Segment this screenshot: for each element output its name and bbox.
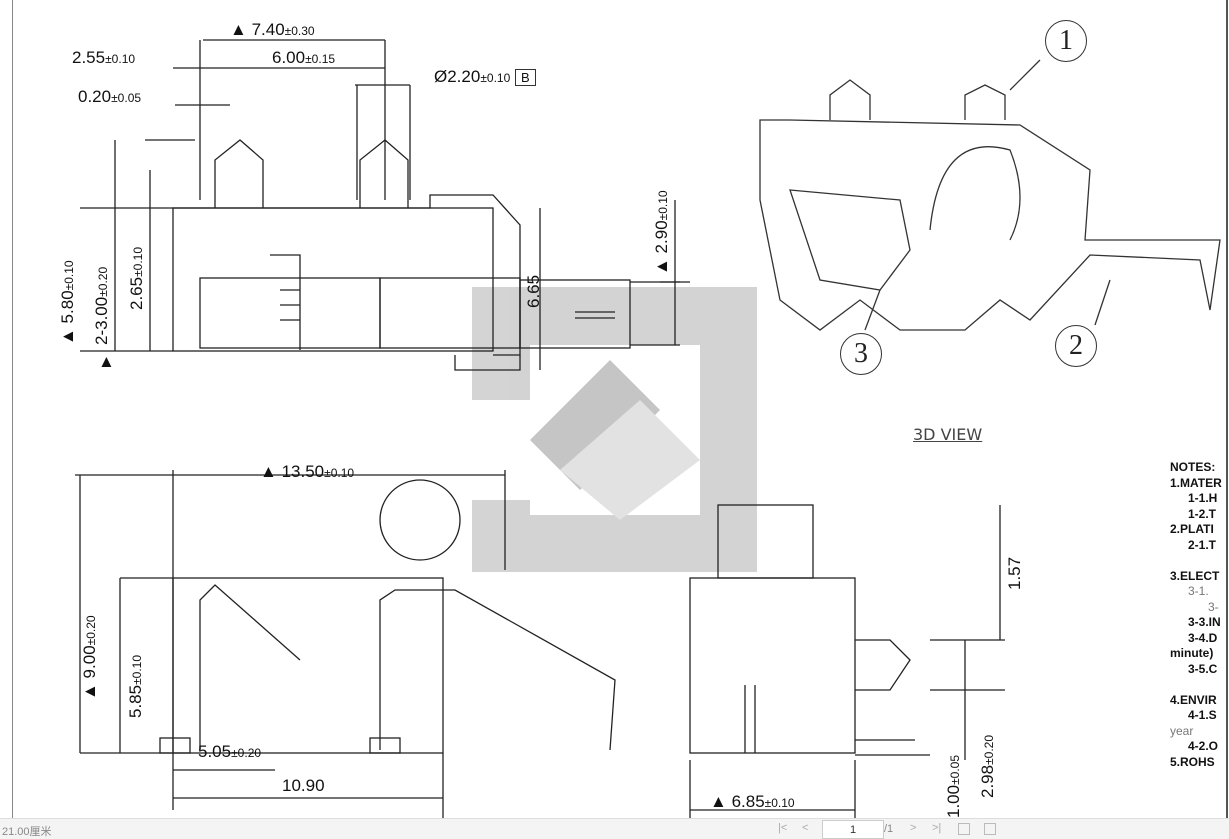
first-page-button[interactable]: |<: [778, 822, 788, 834]
dimension-label: 2.55±0.10: [72, 48, 136, 67]
dimension-label: 5.05±0.20: [198, 742, 262, 761]
note-line: 1-1.H: [1188, 491, 1218, 505]
dimension-label: 2-3.00±0.20: [92, 266, 111, 345]
note-line: 4.ENVIR: [1170, 692, 1217, 707]
balloon-1: 1: [1045, 20, 1087, 62]
note-line: 2-1.T: [1188, 537, 1217, 552]
balloon-2: 2: [1055, 325, 1097, 367]
dimension-label: 2.98±0.20: [978, 734, 997, 798]
3d-view-label: 3D VIEW: [913, 425, 983, 444]
note-line: year: [1170, 723, 1194, 738]
dimension-label: ▲ 2.90±0.10: [652, 190, 671, 275]
dimension-label: ▲ 13.50±0.10: [260, 462, 355, 481]
notes-block: NOTES: 1.MATER 1-1.H 1-2.T 2.PLATI 2-1.T…: [1170, 460, 1222, 770]
dimension-label: 6.00±0.15: [272, 48, 336, 67]
technical-drawing: [75, 39, 1221, 818]
note-line: 3-4.D: [1188, 630, 1218, 645]
note-line: 4-2.O: [1188, 739, 1219, 753]
last-page-button[interactable]: >|: [932, 822, 942, 834]
dimension-label: 10.90: [282, 776, 325, 795]
prev-page-button[interactable]: <: [802, 822, 809, 834]
dimension-label: 1.57: [1005, 556, 1024, 590]
balloon-3: 3: [840, 333, 882, 375]
note-line: 3.ELECT: [1170, 568, 1220, 583]
drawing-sheet: ▲ 7.40±0.30 2.55±0.10 6.00±0.15 0.20±0.0…: [12, 0, 1228, 818]
note-line: 5.ROHS: [1170, 754, 1215, 769]
dimension-label: ▲ 9.00±0.20: [80, 615, 99, 700]
dimension-label: ▲ 7.40±0.30: [230, 20, 315, 39]
note-line: 2.PLATI: [1170, 522, 1214, 536]
datum-b: B: [515, 69, 536, 86]
next-page-button[interactable]: >: [910, 822, 917, 834]
fit-page-icon[interactable]: [958, 823, 970, 835]
dimension-label: 0.20±0.05: [78, 87, 142, 106]
note-line: 3-: [1208, 599, 1219, 614]
page-border: [1226, 0, 1228, 818]
side-view: [80, 39, 690, 371]
dimension-label: 5.85±0.10: [126, 654, 145, 718]
page-number-input[interactable]: [822, 820, 884, 839]
note-line: 4-1.S: [1188, 708, 1217, 722]
3d-view: [759, 59, 1221, 331]
page-total-label: /1: [884, 823, 894, 835]
dimension-label: ▲ 6.85±0.10: [710, 792, 795, 811]
end-view: [689, 504, 1005, 818]
datum-triangle: ▲: [98, 352, 115, 371]
dimension-label: 2.65±0.10: [127, 246, 146, 310]
note-line: NOTES:: [1170, 460, 1216, 474]
bottom-view: [75, 470, 616, 818]
note-line: 3-1.: [1188, 584, 1209, 598]
fit-width-icon[interactable]: [984, 823, 996, 835]
note-line: minute): [1170, 646, 1214, 660]
page-border: [12, 0, 13, 818]
note-line: 1.MATER: [1170, 475, 1222, 490]
dimension-label: 1.00±0.05: [944, 754, 963, 818]
note-line: 1-2.T: [1188, 506, 1217, 521]
dimension-label: Ø2.20±0.10 B: [434, 67, 536, 87]
dimension-label: ▲ 5.80±0.10: [58, 260, 77, 345]
note-line: 3-5.C: [1188, 661, 1218, 676]
status-bar: 21.00厘米 |< < /1 > >|: [0, 818, 1229, 839]
page-size-label: 21.00厘米: [2, 826, 52, 838]
note-line: 3-3.IN: [1188, 615, 1221, 629]
watermark-logo: [472, 287, 757, 572]
dimension-label: 6.65: [524, 274, 543, 308]
